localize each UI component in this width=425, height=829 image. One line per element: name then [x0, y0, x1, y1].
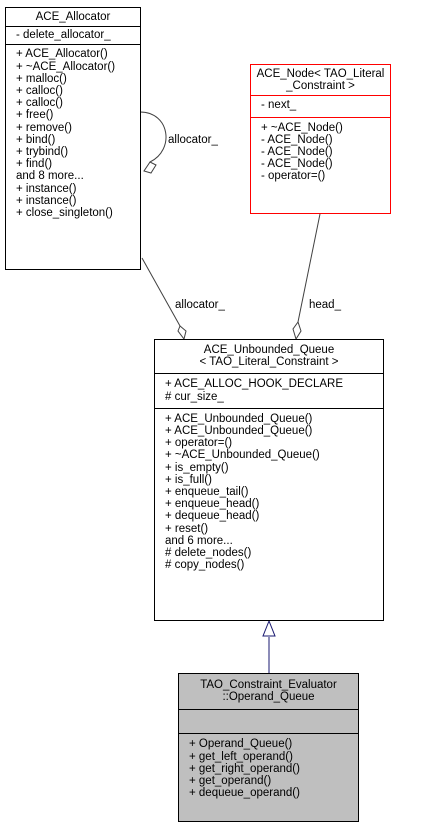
- class-methods: + ~ACE_Node() - ACE_Node() - ACE_Node() …: [251, 116, 390, 186]
- attribute-item: - delete_allocator_: [16, 29, 111, 42]
- head-edge-label: head_: [309, 299, 341, 311]
- class-attributes: [179, 709, 358, 733]
- method-item: + dequeue_operand(): [189, 787, 300, 800]
- class-title: ACE_Node< TAO_Literal _Constraint >: [251, 65, 390, 95]
- method-item: + close_singleton(): [16, 207, 113, 220]
- method-item: + operator=(): [165, 437, 233, 450]
- allocator-self-label: allocator_: [168, 134, 218, 146]
- class-ace-allocator[interactable]: ACE_Allocator - delete_allocator_ + ACE_…: [5, 7, 141, 270]
- method-item: + Operand_Queue(): [189, 738, 293, 751]
- method-item: + trybind(): [16, 146, 69, 159]
- method-item: + bind(): [16, 133, 56, 146]
- method-item: + is_full(): [165, 473, 212, 486]
- class-methods: + ACE_Allocator() + ~ACE_Allocator() + m…: [6, 44, 140, 222]
- class-title-line: TAO_Constraint_Evaluator: [200, 679, 337, 691]
- class-title-line: ::Operand_Queue: [222, 691, 315, 704]
- method-item: - ACE_Node(): [261, 158, 333, 171]
- allocator-to-queue-diamond: [177, 325, 187, 341]
- class-title-line: ACE_Node< TAO_Literal: [256, 68, 385, 80]
- class-ace-unbounded-queue[interactable]: ACE_Unbounded_Queue < TAO_Literal_Constr…: [154, 339, 384, 621]
- class-methods: + ACE_Unbounded_Queue() + ACE_Unbounded_…: [155, 407, 383, 575]
- allocator-self-edge: [139, 111, 167, 163]
- allocator-self-diamond: [143, 161, 157, 174]
- inheritance-arrowhead: [262, 619, 276, 637]
- method-item: + free(): [16, 109, 54, 122]
- method-item: - ACE_Node(): [261, 146, 333, 159]
- method-item: + enqueue_head(): [165, 498, 260, 511]
- method-item: + ACE_Allocator(): [16, 48, 108, 61]
- method-item: + ~ACE_Allocator(): [16, 60, 116, 73]
- method-item: + calloc(): [16, 85, 63, 98]
- class-title-line: ACE_Allocator: [35, 11, 111, 23]
- attribute-item: + ACE_ALLOC_HOOK_DECLARE: [165, 378, 344, 391]
- class-operand-queue[interactable]: TAO_Constraint_Evaluator ::Operand_Queue…: [178, 673, 359, 822]
- method-item: + remove(): [16, 121, 72, 134]
- class-title: ACE_Allocator: [6, 8, 140, 26]
- class-attributes: + ACE_ALLOC_HOOK_DECLARE # cur_size_: [155, 373, 383, 407]
- class-methods: + Operand_Queue() + get_left_operand() +…: [179, 733, 358, 802]
- method-item: + malloc(): [16, 72, 67, 85]
- attribute-item: # cur_size_: [165, 390, 224, 403]
- class-title-line: _Constraint >: [286, 80, 355, 93]
- allocator-to-queue-edge: [141, 257, 181, 327]
- class-title: ACE_Unbounded_Queue < TAO_Literal_Constr…: [155, 340, 383, 373]
- method-item: + instance(): [16, 194, 77, 207]
- method-item: + ACE_Unbounded_Queue(): [165, 425, 313, 438]
- method-item: - operator=(): [261, 170, 326, 183]
- node-to-queue-diamond: [292, 320, 302, 341]
- class-title: TAO_Constraint_Evaluator ::Operand_Queue: [179, 674, 358, 709]
- method-item: + instance(): [16, 182, 77, 195]
- method-item: + find(): [16, 158, 53, 171]
- class-ace-node[interactable]: ACE_Node< TAO_Literal _Constraint > - ne…: [250, 64, 391, 214]
- class-title-line: ACE_Unbounded_Queue: [203, 344, 335, 356]
- method-item: + dequeue_head(): [165, 510, 260, 523]
- method-item: + ~ACE_Unbounded_Queue(): [165, 449, 320, 462]
- method-item: + enqueue_tail(): [165, 486, 249, 499]
- class-attributes: - delete_allocator_: [6, 26, 140, 44]
- method-item: + get_operand(): [189, 775, 272, 788]
- attribute-item: - next_: [261, 99, 297, 112]
- more-link[interactable]: and 6 more...: [165, 534, 233, 547]
- method-item: + get_right_operand(): [189, 762, 300, 775]
- allocator-edge-label: allocator_: [175, 299, 225, 311]
- class-title-line: < TAO_Literal_Constraint >: [199, 356, 339, 369]
- method-item: # copy_nodes(): [165, 559, 245, 572]
- method-item: + ~ACE_Node(): [261, 121, 343, 134]
- method-item: + get_left_operand(): [189, 750, 293, 763]
- class-attributes: - next_: [251, 95, 390, 116]
- method-item: - ACE_Node(): [261, 133, 333, 146]
- method-item: + calloc(): [16, 97, 63, 110]
- method-item: + ACE_Unbounded_Queue(): [165, 412, 313, 425]
- method-item: + reset(): [165, 522, 209, 535]
- method-item: # delete_nodes(): [165, 547, 252, 560]
- more-link[interactable]: and 8 more...: [16, 170, 84, 183]
- method-item: + is_empty(): [165, 461, 229, 474]
